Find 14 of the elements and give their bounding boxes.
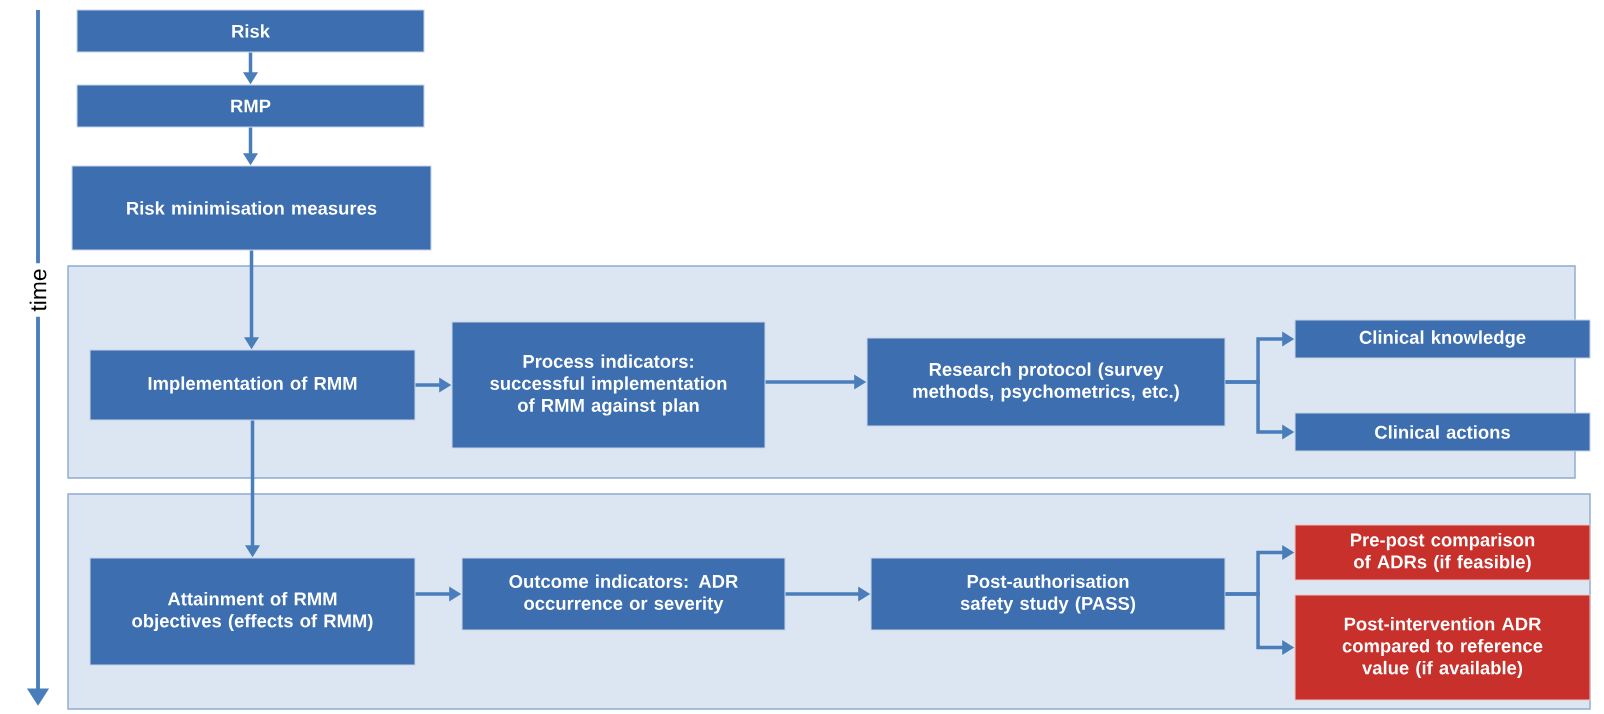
process-box: Clinical knowledge [1294, 319, 1591, 359]
process-box: Implementation of RMM [89, 349, 416, 421]
process-box: Risk [76, 9, 425, 53]
process-box: Outcome indicators: ADR occurrence or severity [461, 557, 786, 631]
process-box: Pre-post comparison of ADRs (if feasible) [1294, 524, 1591, 581]
axis-label: time [24, 263, 52, 317]
process-box: Process indicators: successful implementation of RMM against plan [451, 321, 766, 449]
process-box: Post-authorisation safety study (PASS) [870, 557, 1226, 631]
process-box: Clinical actions [1294, 412, 1591, 452]
process-box: Research protocol (survey methods, psychometrics, etc.) [866, 337, 1226, 427]
process-box: Risk minimisation measures [71, 165, 432, 251]
process-box: Attainment of RMM objectives (effects of RMM) [89, 557, 416, 666]
process-box: Post-intervention ADR compared to reference value (if available) [1294, 594, 1591, 701]
process-box: RMP [76, 84, 425, 128]
